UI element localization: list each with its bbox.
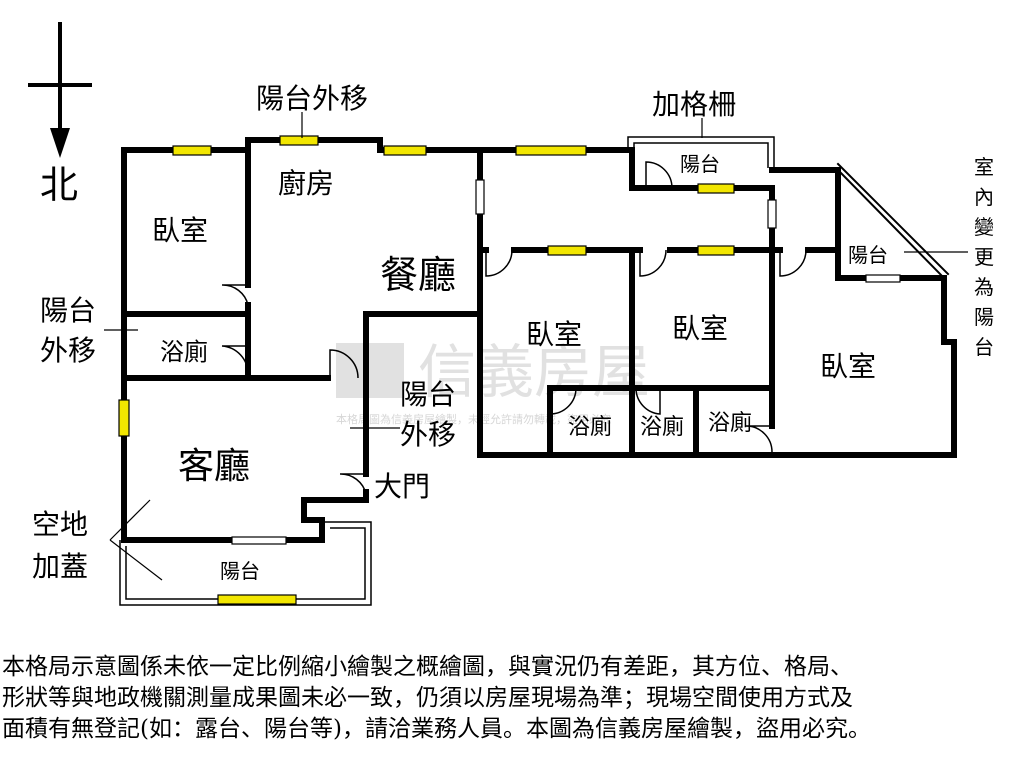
annotations: 陽台外移 加格柵 陽台 外移 陽台 外移 空地 加蓋 室 內 變 更 為 陽 台 [32, 82, 994, 583]
leader-lines [104, 112, 968, 581]
disclaimer: 本格局示意圖係未依一定比例縮小繪製之概繪圖，與實況仍有差距，其方位、格局、 形狀… [2, 652, 1022, 745]
label-living: 客廳 [178, 446, 250, 487]
label-bedroom-e: 臥室 [820, 350, 876, 383]
door-bath-w-icon [221, 345, 249, 375]
label-dining: 餐廳 [380, 253, 456, 297]
svg-text:台: 台 [974, 335, 994, 359]
svg-text:室: 室 [974, 155, 994, 179]
label-bedroom-c2: 臥室 [672, 312, 728, 345]
label-balcony-bottom: 陽台 [220, 559, 260, 583]
disclaimer-line-2: 形狀等與地政機關測量成果圖未必一致，仍須以房屋現場為準；現場空間使用方式及 [2, 685, 853, 711]
label-bath-w: 浴廁 [160, 338, 208, 366]
watermark: 信義房屋 本格局圖為信義房屋繪製，未經允許請勿轉載，盜用必究 [336, 338, 650, 426]
watermark-logo-mark [336, 343, 404, 398]
annot-add-grille: 加格柵 [652, 88, 736, 121]
svg-text:陽: 陽 [974, 305, 994, 329]
label-bath-c3: 浴廁 [708, 411, 752, 436]
label-bath-c2: 浴廁 [640, 415, 684, 440]
balcony-top-outline [627, 136, 775, 168]
door-bedroom-c1-icon [485, 249, 513, 277]
door-bath-c2-icon [635, 387, 661, 415]
svg-text:內: 內 [974, 185, 994, 209]
door-bath-c1-icon [549, 387, 577, 415]
windows [118, 135, 735, 605]
label-kitchen: 廚房 [278, 167, 334, 200]
compass-arrow-icon [50, 128, 70, 158]
door-main-icon [339, 473, 367, 495]
compass: 北 [28, 22, 92, 207]
svg-text:變: 變 [974, 215, 994, 239]
annot-balcony-moved-left-1: 陽台 [40, 294, 96, 327]
door-balcony-top-icon [645, 161, 673, 189]
annot-open-space-1: 空地 [32, 508, 88, 541]
annot-open-space-2: 加蓋 [32, 550, 88, 583]
label-bedroom-nw: 臥室 [152, 214, 208, 247]
label-balcony-e: 陽台 [848, 243, 888, 267]
sliding-openings [231, 179, 901, 545]
balcony-bottom-outline [119, 521, 372, 606]
room-labels: 臥室 廚房 餐廳 浴廁 客廳 臥室 臥室 臥室 浴廁 浴廁 浴廁 陽台 陽台 陽… [152, 152, 888, 583]
label-bath-c1: 浴廁 [568, 415, 612, 440]
label-balcony-top: 陽台 [680, 152, 720, 176]
door-bedroom-nw-icon [221, 284, 249, 306]
watermark-notice: 本格局圖為信義房屋繪製，未經允許請勿轉載，盜用必究 [336, 412, 611, 426]
svg-text:更: 更 [974, 245, 994, 269]
watermark-brand: 信義房屋 [418, 338, 650, 406]
annot-indoor-change: 室 內 變 更 為 陽 台 [974, 155, 994, 359]
door-bedroom-e-icon [779, 249, 807, 277]
compass-north-label: 北 [40, 163, 78, 207]
label-bedroom-c1: 臥室 [526, 318, 582, 351]
door-bath-c3-icon [745, 425, 773, 453]
annot-balcony-moved-left-2: 外移 [40, 334, 96, 367]
door-living-icon [329, 349, 359, 379]
disclaimer-line-3: 面積有無登記(如：露台、陽台等)，請洽業務人員。本圖為信義房屋繪製，盜用必究。 [2, 716, 871, 742]
annot-balcony-moved-center-2: 外移 [400, 418, 456, 451]
annot-balcony-moved-center-1: 陽台 [400, 378, 456, 411]
svg-text:為: 為 [974, 275, 994, 299]
door-bedroom-c2-icon [639, 249, 667, 277]
floor-plan: 信義房屋 本格局圖為信義房屋繪製，未經允許請勿轉載，盜用必究 北 [28, 22, 994, 606]
disclaimer-line-1: 本格局示意圖係未依一定比例縮小繪製之概繪圖，與實況仍有差距，其方位、格局、 [2, 654, 853, 680]
annot-balcony-moved-top: 陽台外移 [256, 82, 368, 115]
doors [221, 161, 807, 495]
label-main-door: 大門 [374, 470, 430, 503]
